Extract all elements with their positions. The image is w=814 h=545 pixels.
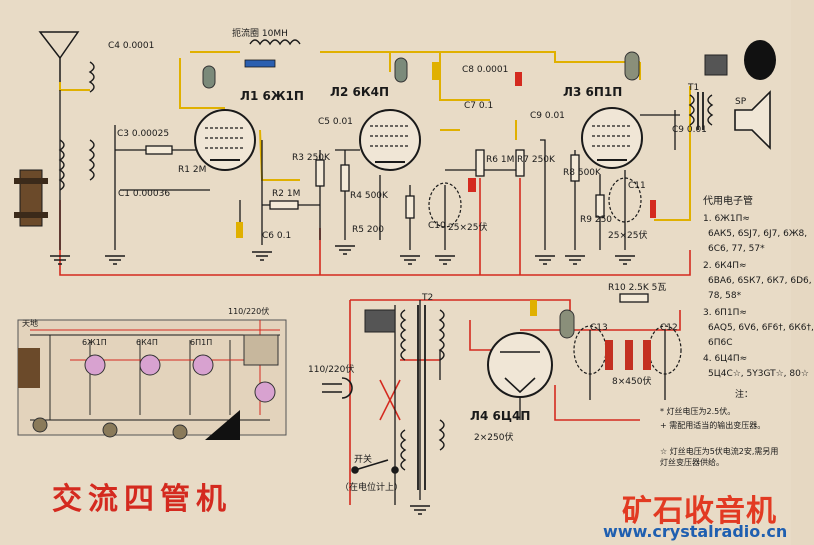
transformer-pictorial bbox=[364, 54, 728, 333]
t1-label: T1 bbox=[687, 83, 699, 93]
r4-label: R4 500K bbox=[350, 191, 389, 201]
r9-label: R9 250 bbox=[580, 215, 612, 225]
tube-v3 bbox=[581, 107, 643, 169]
mains-plug-symbol bbox=[322, 377, 353, 399]
tube-v2 bbox=[359, 109, 421, 171]
tube-v1-label: Л1 6Ж1П bbox=[240, 89, 304, 103]
schematic-diagram: 扼流圈 10MH C4 0.0001 C3 0.00025 C1 0.00036… bbox=[14, 27, 776, 515]
c10-label: C10 bbox=[428, 221, 446, 231]
component-pictorials bbox=[236, 59, 656, 370]
tube-v3-label: Л3 6П1П bbox=[563, 85, 622, 99]
c3-label: C3 0.00025 bbox=[117, 129, 169, 139]
r7-label: R7 250K bbox=[517, 155, 556, 165]
legend-line-2: 6АК5, 6SJ7, 6J7, 6Ж8, bbox=[708, 229, 808, 239]
c6-label: C6 0.1 bbox=[262, 231, 291, 241]
r6-label: R6 1M bbox=[486, 155, 514, 165]
legend-note-2: + 需配用适当的输出变压器。 bbox=[660, 421, 766, 430]
legend-note-heading: 注： bbox=[735, 390, 754, 400]
c7-label: C7 0.1 bbox=[464, 101, 493, 111]
legend-line-11: 5Ц4С☆, 5Y3GT☆, 80☆ bbox=[708, 369, 809, 379]
watermark-logo: 矿石收音机 bbox=[622, 494, 777, 529]
c12-label: C12 bbox=[660, 323, 678, 333]
rectifier-cap-label: 2×250伏 bbox=[474, 431, 513, 443]
c10v-label: 25×25伏 bbox=[448, 221, 487, 233]
r1-label: R1 2M bbox=[178, 165, 206, 175]
c4-label: C4 0.0001 bbox=[108, 41, 154, 51]
tube-v1 bbox=[194, 109, 256, 171]
speaker-label: SP bbox=[735, 97, 747, 107]
legend-line-3: 6С6, 77, 57* bbox=[708, 244, 765, 254]
panel-tube3-label: 6П1П bbox=[190, 338, 212, 347]
transformer-cores bbox=[417, 92, 704, 490]
legend-line-10: 4. 6Ц4П≈ bbox=[703, 354, 748, 364]
legend-line-9: 6П6С bbox=[708, 338, 733, 348]
tube-pictorials bbox=[202, 51, 640, 339]
tube-v2-label: Л2 6К4П bbox=[330, 85, 389, 99]
c8-label: C8 0.0001 bbox=[462, 65, 508, 75]
resistors bbox=[145, 145, 649, 303]
choke-label: 扼流圈 10MH bbox=[232, 27, 288, 39]
c9a-label: C9 0.01 bbox=[530, 111, 565, 121]
black-wiring bbox=[59, 90, 680, 505]
legend-line-1: 1. 6Ж1П≈ bbox=[703, 214, 750, 224]
watermark-url: www.crystalradio.cn bbox=[603, 522, 788, 541]
r2-label: R2 1M bbox=[272, 189, 300, 199]
speaker-symbol bbox=[734, 40, 776, 150]
c11-label: C11 bbox=[628, 181, 646, 191]
panel-tube1-label: 6Ж1П bbox=[82, 338, 107, 347]
mains-voltage-label: 110/220伏 bbox=[308, 363, 354, 375]
loop-antenna-coil bbox=[14, 169, 48, 227]
c9b-label: C9 0.01 bbox=[672, 125, 707, 135]
legend-note-1: * 灯丝电压为2.5伏。 bbox=[660, 407, 736, 416]
coil-symbols bbox=[58, 39, 714, 471]
panel-antenna-label: 天地 bbox=[22, 318, 38, 328]
r10-label: R10 2.5K 5瓦 bbox=[608, 282, 666, 293]
schematic-page: 扼流圈 10MH C4 0.0001 C3 0.00025 C1 0.00036… bbox=[14, 27, 814, 541]
page-title: 交流四管机 bbox=[52, 482, 232, 517]
switch-note-label: （在电位计上） bbox=[340, 481, 403, 493]
r5-label: R5 200 bbox=[352, 225, 384, 235]
legend-line-5: 6ВА6, 6SК7, 6К7, 6D6, bbox=[708, 276, 812, 286]
tube-v4-label: Л4 6Ц4П bbox=[470, 409, 530, 423]
legend-line-8: 6АQ5, 6V6, 6F6†, 6К6†, bbox=[708, 323, 814, 333]
t2-label: T2 bbox=[421, 293, 433, 303]
panel-tube2-label: 6К4П bbox=[136, 338, 158, 347]
legend-heading: 代用电子管 bbox=[703, 196, 753, 207]
c11v-label: 25×25伏 bbox=[608, 229, 647, 241]
r3-label: R3 250K bbox=[292, 153, 331, 163]
cap-voltage-label: 8×450伏 bbox=[612, 375, 651, 387]
c13-label: C13 bbox=[590, 323, 608, 333]
c5-label: C5 0.01 bbox=[318, 117, 353, 127]
legend-line-4: 2. 6К4П≈ bbox=[703, 261, 747, 271]
r8-label: R8 500K bbox=[563, 168, 602, 178]
ground-symbols bbox=[50, 245, 635, 515]
panel-mains-label: 110/220伏 bbox=[228, 306, 269, 316]
c1-label: C1 0.00036 bbox=[118, 189, 170, 199]
legend-note-3: ☆ 灯丝电压为5伏电流2安,需另用灯丝变压器供给。 bbox=[660, 447, 779, 467]
tube-v4 bbox=[487, 332, 553, 398]
antenna-symbol bbox=[38, 31, 80, 82]
layout-chassis-panel bbox=[17, 319, 287, 440]
legend-line-6: 78, 58* bbox=[708, 291, 742, 301]
switch-label: 开关 bbox=[354, 453, 372, 465]
legend-line-7: 3. 6П1П≈ bbox=[703, 308, 747, 318]
power-switch-symbol bbox=[351, 459, 399, 474]
